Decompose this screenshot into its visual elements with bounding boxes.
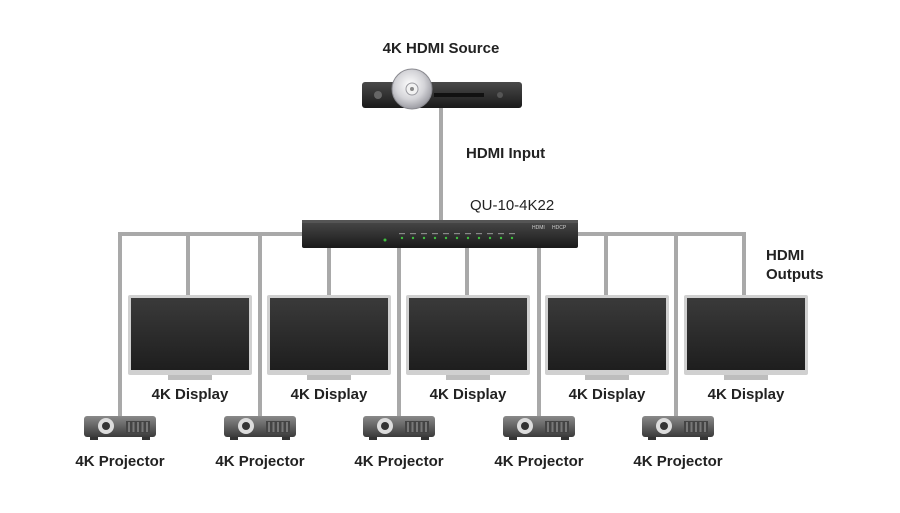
led: [477, 236, 481, 240]
splitter-model: QU-10-4K22: [470, 197, 554, 214]
source-title: 4K HDMI Source: [383, 40, 500, 57]
output-leds: [399, 233, 515, 240]
led-label: [432, 233, 438, 235]
display-label: 4K Display: [708, 386, 785, 403]
led: [488, 236, 492, 240]
outputs-label-line2: Outputs: [766, 266, 824, 283]
display: 4K Display: [684, 295, 808, 403]
led-label: [410, 233, 416, 235]
hdmi-source-device: [362, 68, 522, 110]
led: [466, 236, 470, 240]
display: 4K Display: [406, 295, 530, 403]
display-screen: [409, 298, 527, 370]
hdmi-cable: [578, 232, 746, 300]
display-screen: [270, 298, 388, 370]
display-stand: [446, 375, 490, 380]
led-label: [454, 233, 460, 235]
hdmi-input-label: HDMI Input: [466, 145, 545, 162]
led: [510, 236, 514, 240]
display-group: 4K Display 4K Display 4K Display 4K Display…: [128, 295, 808, 403]
projector-label: 4K Projector: [633, 453, 722, 470]
projector-label: 4K Projector: [494, 453, 583, 470]
led: [400, 236, 404, 240]
display-stand: [724, 375, 768, 380]
projector: 4K Projector: [633, 416, 723, 470]
projector-group: 4K Projector 4K Projector 4K Projector 4K P…: [75, 416, 723, 470]
projector: 4K Projector: [215, 416, 305, 470]
led-label: [399, 233, 405, 235]
splitter-badge-hdmi: HDMI: [532, 225, 545, 231]
display-screen: [131, 298, 249, 370]
power-led: [383, 238, 387, 242]
display: 4K Display: [267, 295, 391, 403]
projector-label: 4K Projector: [215, 453, 304, 470]
splitter-badge-hdcp: HDCP: [552, 225, 567, 231]
led: [499, 236, 503, 240]
display-stand: [585, 375, 629, 380]
led-label: [421, 233, 427, 235]
display-screen: [687, 298, 805, 370]
led-label: [498, 233, 504, 235]
led-label: [476, 233, 482, 235]
projector: 4K Projector: [75, 416, 165, 470]
display-label: 4K Display: [152, 386, 229, 403]
projector-label: 4K Projector: [354, 453, 443, 470]
display: 4K Display: [128, 295, 252, 403]
led: [455, 236, 459, 240]
led-label: [465, 233, 471, 235]
display-screen: [548, 298, 666, 370]
display-stand: [168, 375, 212, 380]
projector: 4K Projector: [354, 416, 444, 470]
led-label: [443, 233, 449, 235]
led: [422, 236, 426, 240]
display-label: 4K Display: [291, 386, 368, 403]
led: [411, 236, 415, 240]
display-label: 4K Display: [569, 386, 646, 403]
splitter-device: HDMI HDCP: [302, 220, 578, 248]
led-label: [509, 233, 515, 235]
display-label: 4K Display: [430, 386, 507, 403]
led-label: [487, 233, 493, 235]
display: 4K Display: [545, 295, 669, 403]
hdmi-cable: [118, 232, 302, 420]
projector: 4K Projector: [494, 416, 584, 470]
outputs-label-line1: HDMI: [766, 247, 804, 264]
projector-label: 4K Projector: [75, 453, 164, 470]
led: [444, 236, 448, 240]
hdmi-cables: [118, 108, 746, 420]
display-stand: [307, 375, 351, 380]
led: [433, 236, 437, 240]
